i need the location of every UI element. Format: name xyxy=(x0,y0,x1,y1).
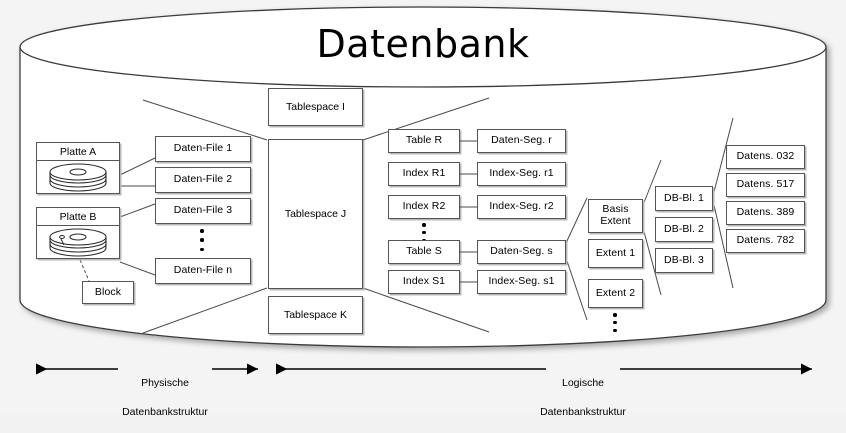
object-table-s-box[interactable]: Table S xyxy=(388,240,460,264)
disk-platte-a[interactable]: Platte A xyxy=(36,142,120,194)
segment-index-r2-box[interactable]: Index-Seg. r2 xyxy=(477,195,566,219)
disk-a-label: Platte A xyxy=(37,143,119,161)
connector-extent-to-block xyxy=(642,159,662,296)
connector-object-to-segment xyxy=(460,140,477,283)
datafile-2-box[interactable]: Daten-File 2 xyxy=(155,167,251,193)
record-389-box[interactable]: Datens. 389 xyxy=(726,201,805,225)
object-index-s1-box[interactable]: Index S1 xyxy=(388,270,460,294)
tablespace-i-box[interactable]: Tablespace I xyxy=(268,88,363,126)
connector-tablespace-to-objects xyxy=(362,97,490,333)
label-physical-structure: Physische Datenbankstruktur xyxy=(110,362,220,433)
segment-index-r1-box[interactable]: Index-Seg. r1 xyxy=(477,162,566,186)
connector-datafile-to-tablespace xyxy=(142,99,268,334)
record-782-box[interactable]: Datens. 782 xyxy=(726,229,805,253)
db-block-3-box[interactable]: DB-Bl. 3 xyxy=(655,248,713,273)
disk-platter-icon xyxy=(49,162,107,192)
disk-b-label: Platte B xyxy=(37,208,119,226)
disk-platter-icon xyxy=(49,227,107,257)
record-032-box[interactable]: Datens. 032 xyxy=(726,145,805,169)
datafile-3-box[interactable]: Daten-File 3 xyxy=(155,198,251,224)
segment-daten-s-box[interactable]: Daten-Seg. s xyxy=(477,240,566,264)
page-title: Datenbank xyxy=(316,22,530,66)
db-block-2-box[interactable]: DB-Bl. 2 xyxy=(655,217,713,242)
record-517-box[interactable]: Datens. 517 xyxy=(726,173,805,197)
block-box[interactable]: Block xyxy=(82,281,134,304)
extent-1-box[interactable]: Extent 1 xyxy=(588,239,643,268)
extent-ellipsis xyxy=(612,313,618,332)
datafile-ellipsis xyxy=(199,229,205,251)
disk-a-graphic xyxy=(37,161,119,194)
segment-index-s1-box[interactable]: Index-Seg. s1 xyxy=(477,270,566,294)
object-index-r2-box[interactable]: Index R2 xyxy=(388,195,460,219)
label-logical-line2: Datenbankstruktur xyxy=(540,405,626,418)
extent-basis-line1: Basis xyxy=(602,203,629,216)
object-table-r-box[interactable]: Table R xyxy=(388,129,460,153)
disk-platte-b[interactable]: Platte B xyxy=(36,207,120,259)
connector-disk-to-datafile xyxy=(119,157,156,276)
label-physical-line2: Datenbankstruktur xyxy=(122,405,208,418)
label-physical-line1: Physische xyxy=(141,377,189,390)
extent-basis-line2: Extent xyxy=(600,215,631,227)
connector-block-to-record xyxy=(713,117,734,289)
disk-b-graphic xyxy=(37,226,119,259)
extent-2-box[interactable]: Extent 2 xyxy=(588,279,643,308)
diagram-canvas: Datenbank Platte A Platte B xyxy=(19,6,827,418)
datafile-n-box[interactable]: Daten-File n xyxy=(155,258,251,284)
tablespace-k-box[interactable]: Tablespace K xyxy=(268,296,363,334)
db-block-1-box[interactable]: DB-Bl. 1 xyxy=(655,186,713,211)
label-logical-line1: Logische xyxy=(561,377,605,390)
connector-segment-to-extent xyxy=(565,197,588,321)
label-logical-structure: Logische Datenbankstruktur xyxy=(528,362,638,433)
object-index-r1-box[interactable]: Index R1 xyxy=(388,162,460,186)
extent-basis-box[interactable]: Basis Extent xyxy=(588,199,643,233)
datafile-1-box[interactable]: Daten-File 1 xyxy=(155,136,251,162)
segment-daten-r-box[interactable]: Daten-Seg. r xyxy=(477,129,566,153)
tablespace-j-box[interactable]: Tablespace J xyxy=(268,139,363,289)
